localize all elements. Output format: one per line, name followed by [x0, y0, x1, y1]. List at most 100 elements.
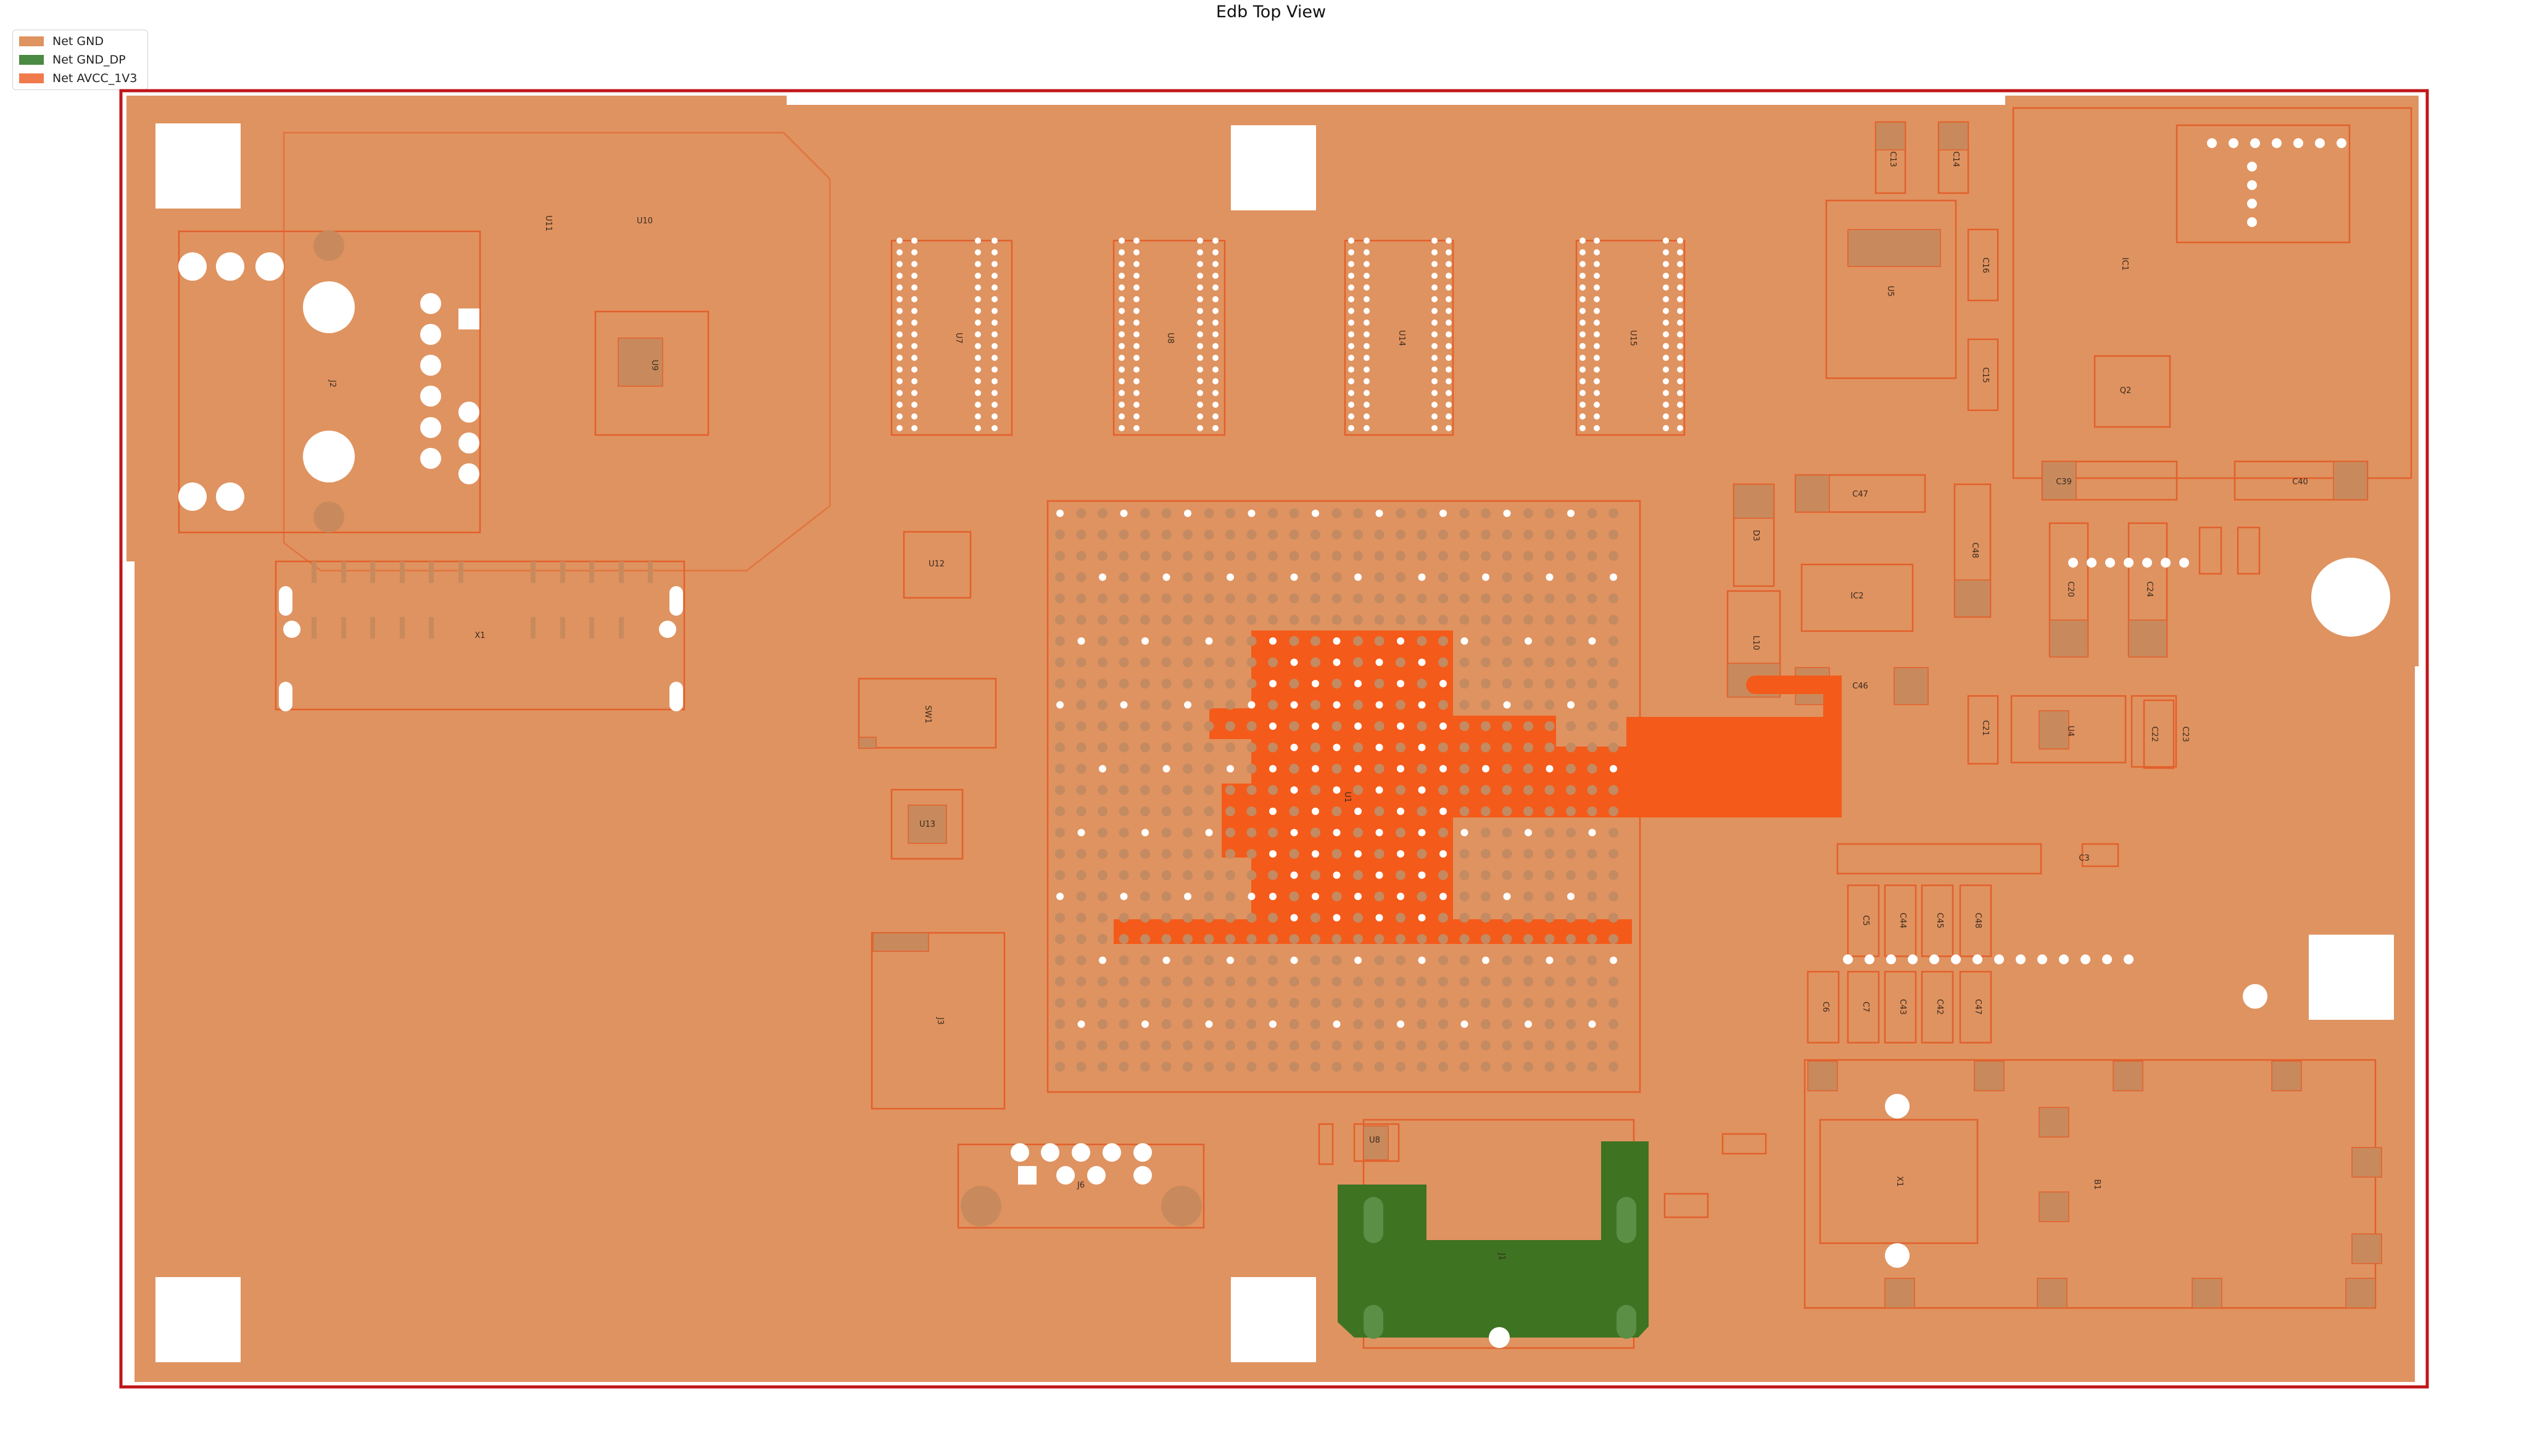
bga-ball: [1374, 594, 1385, 603]
bga-ball: [1481, 870, 1491, 880]
bga-ball: [1269, 680, 1277, 687]
via: [1594, 284, 1600, 291]
label-c6: C6: [1821, 1001, 1830, 1012]
via: [1677, 366, 1683, 373]
via: [1594, 378, 1600, 384]
bga-ball: [1120, 893, 1128, 900]
bga-ball: [1331, 508, 1342, 518]
bga-ball: [1525, 637, 1532, 645]
bga-ball: [1076, 1062, 1087, 1072]
bga-ball: [1161, 721, 1172, 731]
via: [1197, 366, 1203, 373]
bga-ball: [1268, 742, 1278, 753]
bga-ball: [1544, 806, 1555, 816]
bga-ball: [1331, 529, 1342, 540]
bga-ball: [1566, 594, 1576, 603]
via: [1431, 425, 1438, 431]
bga-ball: [1608, 551, 1618, 561]
bga-ball: [1076, 764, 1087, 774]
bga-ball: [1076, 572, 1087, 582]
bga-ball: [1076, 912, 1087, 923]
bga-ball: [1290, 573, 1298, 581]
bga-ball: [1119, 827, 1129, 838]
bga-ball: [1544, 934, 1555, 944]
bga-ball: [1438, 912, 1448, 923]
bga-ball: [1566, 636, 1576, 646]
bga-ball: [1354, 573, 1362, 581]
bga-ball: [1459, 849, 1470, 859]
bga-ball: [1481, 636, 1491, 646]
bga-ball: [1333, 701, 1341, 709]
bga-ball: [1333, 637, 1341, 645]
bga-ball: [1418, 914, 1426, 922]
bga-ball: [1183, 998, 1193, 1008]
bga-ball: [1333, 829, 1341, 837]
bga-ball: [1418, 829, 1426, 837]
via: [1431, 390, 1438, 396]
bga-ball: [1459, 508, 1470, 518]
via: [1364, 308, 1370, 314]
bga-ball: [1076, 551, 1087, 561]
bga-ball: [1481, 700, 1491, 710]
bga-ball: [1397, 765, 1404, 772]
bga-ball: [1418, 573, 1426, 581]
via: [2247, 162, 2257, 172]
label-c22: C22: [2150, 726, 2159, 742]
bga-ball: [1608, 721, 1618, 731]
bga-ball: [1161, 977, 1172, 987]
bga-ball: [1353, 870, 1363, 880]
bga-ball: [1140, 1062, 1150, 1072]
via: [911, 320, 917, 326]
bga-ball: [1481, 551, 1491, 561]
via: [1446, 296, 1452, 302]
bga-ball: [1204, 508, 1214, 518]
via: [1908, 954, 1918, 964]
label-c47: C47: [1852, 490, 1868, 499]
bga-ball: [1588, 637, 1596, 645]
via: [1579, 238, 1586, 244]
bga-ball: [1119, 742, 1129, 753]
bga-ball: [1608, 529, 1618, 540]
bga-ball: [1502, 1019, 1512, 1029]
via: [1364, 238, 1370, 244]
bga-ball: [1225, 614, 1235, 625]
via: [1348, 261, 1354, 267]
bga-ball: [1140, 912, 1150, 923]
via: [1446, 238, 1452, 244]
bga-ball: [1055, 849, 1065, 859]
via: [1212, 413, 1219, 420]
bga-ball: [1161, 551, 1172, 561]
gnd-dp-net-area: [1338, 1141, 1649, 1338]
via: [1663, 425, 1669, 431]
via: [1119, 320, 1125, 326]
bga-ball: [1523, 998, 1533, 1008]
bga-ball: [1055, 934, 1065, 944]
bga-ball: [1608, 636, 1618, 646]
bga-ball: [1076, 700, 1087, 710]
bga-ball: [1503, 701, 1511, 709]
via: [1579, 402, 1586, 408]
bga-ball: [1204, 657, 1214, 668]
via: [975, 308, 981, 314]
via: [1663, 378, 1669, 384]
bga-ball: [1331, 594, 1342, 603]
bga-ball: [1608, 1062, 1618, 1072]
via: [1446, 366, 1452, 373]
bga-ball: [1268, 508, 1278, 518]
bga-ball: [1161, 806, 1172, 816]
bga-ball: [1374, 614, 1385, 625]
bga-ball: [1353, 508, 1363, 518]
via: [2105, 558, 2115, 568]
via: [1348, 296, 1354, 302]
legend: Net GND Net GND_DP Net AVCC_1V3: [12, 30, 148, 90]
via: [1133, 355, 1140, 361]
bga-ball: [1331, 934, 1342, 944]
bga-ball: [1417, 679, 1427, 689]
label-j6: J6: [1077, 1181, 1085, 1190]
bga-ball: [1055, 742, 1065, 753]
bga-ball: [1374, 998, 1385, 1008]
via: [1212, 402, 1219, 408]
via: [1133, 425, 1140, 431]
bga-ball: [1331, 721, 1342, 731]
bga-ball: [1502, 1040, 1512, 1051]
